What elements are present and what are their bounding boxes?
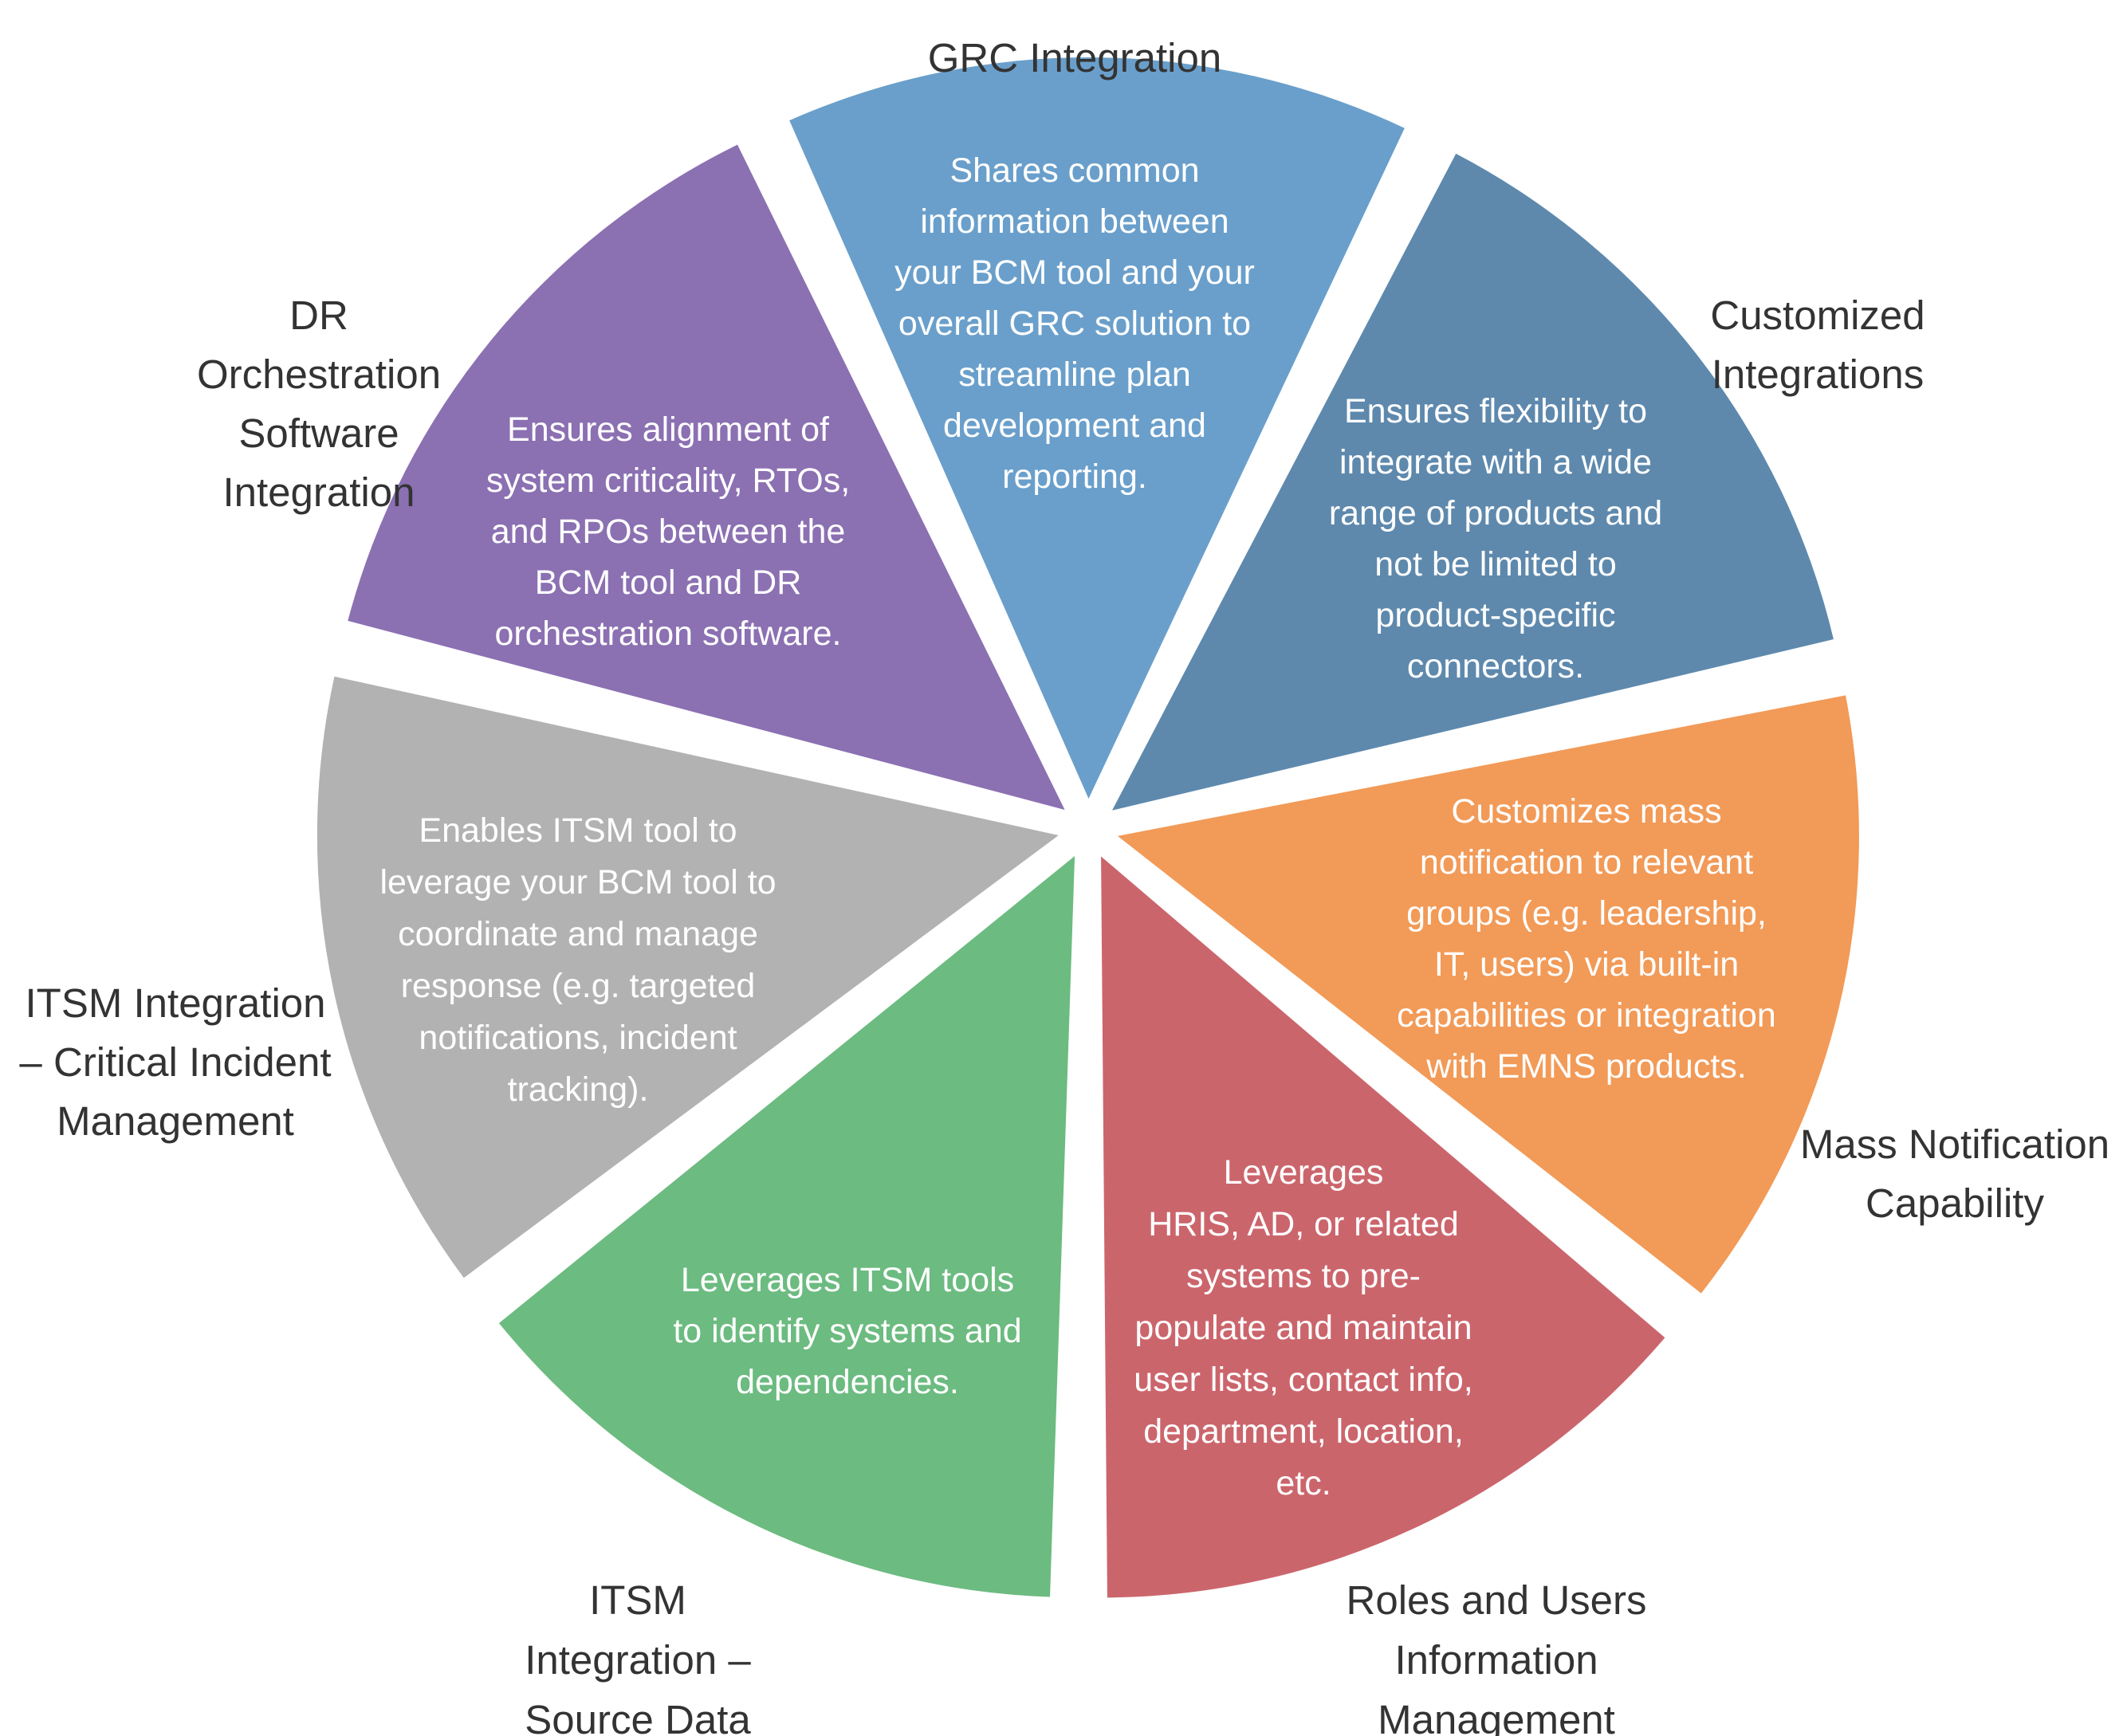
wedge-description-line: department, location, xyxy=(1143,1412,1464,1451)
segment-title-line: Information xyxy=(1394,1637,1598,1683)
wedge-description-line: notifications, incident xyxy=(419,1019,737,1057)
wedge-description-line: orchestration software. xyxy=(495,615,842,653)
segment-title-line: Capability xyxy=(1866,1180,2044,1226)
wedge-description-mass-notification: Customizes mass notification to relevant g… xyxy=(1397,792,1776,1086)
segment-title-line: Customized xyxy=(1710,293,1925,338)
segment-title-line: Management xyxy=(57,1098,294,1144)
segment-title-line: Mass Notification xyxy=(1800,1121,2109,1167)
wedge-description-line: user lists, contact info, xyxy=(1134,1361,1472,1399)
wedge-description-line: Ensures alignment of xyxy=(507,410,830,449)
segment-title-grc: GRC Integration xyxy=(928,35,1222,81)
wedge-description-line: not be limited to xyxy=(1374,545,1617,583)
segment-title-line: ITSM xyxy=(589,1577,686,1623)
wedge-roles-users xyxy=(1101,856,1665,1598)
wedge-description-line: connectors. xyxy=(1407,647,1584,685)
wedge-description-line: system criticality, RTOs, xyxy=(486,461,850,500)
wedge-description-line: to identify systems and xyxy=(673,1312,1021,1350)
segment-title-line: Software xyxy=(238,410,399,456)
wedge-description-line: dependencies. xyxy=(736,1363,959,1401)
segment-title-line: ITSM Integration xyxy=(26,980,326,1026)
wedge-description-line: Enables ITSM tool to xyxy=(419,811,737,850)
wedge-description-line: notification to relevant xyxy=(1420,843,1753,882)
wedge-mass-notification xyxy=(1117,695,1859,1294)
wedge-description-line: Ensures flexibility to xyxy=(1344,392,1647,430)
wedge-description-line: etc. xyxy=(1276,1464,1331,1502)
wedge-description-line: Leverages ITSM tools xyxy=(681,1261,1014,1299)
segment-title-line: Integration xyxy=(222,469,415,515)
wedge-customized xyxy=(1112,153,1834,811)
wedge-itsm-source xyxy=(498,856,1075,1597)
wedge-description-itsm-source: Leverages ITSM tools to identify systems … xyxy=(673,1261,1021,1401)
wedge-description-line: product-specific xyxy=(1375,596,1615,634)
wedge-description-line: leverage your BCM tool to xyxy=(379,863,776,901)
wedge-description-customized: Ensures flexibility to integrate with a w… xyxy=(1329,392,1662,685)
wedge-description-line: IT, users) via built-in xyxy=(1434,945,1739,984)
wedge-description-line: systems to pre- xyxy=(1186,1257,1421,1295)
wedge-description-line: Customizes mass xyxy=(1451,792,1721,831)
wedge-grc xyxy=(789,57,1405,799)
wedge-description-line: integrate with a wide xyxy=(1339,443,1652,481)
segment-title-line: GRC Integration xyxy=(928,35,1222,81)
wedge-description-line: development and xyxy=(943,407,1206,445)
segment-title-line: Roles and Users xyxy=(1347,1577,1647,1623)
wedge-description-line: Leverages xyxy=(1224,1153,1384,1192)
wedge-description-line: HRIS, AD, or related xyxy=(1148,1205,1459,1243)
segment-title-line: Integrations xyxy=(1712,352,1925,397)
segment-title-line: Source Data xyxy=(525,1697,751,1736)
segment-title-line: DR xyxy=(289,293,348,338)
wedge-description-line: and RPOs between the xyxy=(491,513,846,551)
wedge-description-line: groups (e.g. leadership, xyxy=(1406,894,1767,933)
wedge-description-dr-orchestration: Ensures alignment of system criticality, … xyxy=(486,410,850,653)
wedge-description-line: with EMNS products. xyxy=(1425,1047,1746,1086)
wedge-description-line: reporting. xyxy=(1002,458,1147,496)
wedge-description-line: your BCM tool and your xyxy=(894,253,1255,292)
wedge-description-line: coordinate and manage xyxy=(398,915,758,953)
segment-title-line: Management xyxy=(1378,1697,1615,1736)
wedge-description-line: populate and maintain xyxy=(1134,1309,1472,1347)
wedge-description-line: BCM tool and DR xyxy=(535,564,802,602)
wedge-itsm-incident xyxy=(316,676,1059,1278)
wedge-description-line: tracking). xyxy=(508,1070,649,1109)
segment-title-line: – Critical Incident xyxy=(19,1039,331,1085)
wedge-description-itsm-incident: Enables ITSM tool to leverage your BCM to… xyxy=(379,811,776,1109)
wedge-dr-orchestration xyxy=(348,144,1065,810)
wedge-description-line: response (e.g. targeted xyxy=(401,967,756,1005)
wedge-description-line: range of products and xyxy=(1329,494,1662,532)
wedge-description-line: information between xyxy=(920,202,1229,241)
wedge-description-line: streamline plan xyxy=(958,355,1191,394)
segment-title-itsm-source: ITSM Integration – Source Data xyxy=(525,1577,751,1736)
wedge-description-line: capabilities or integration xyxy=(1397,996,1776,1035)
wedge-description-line: Shares common xyxy=(949,151,1199,190)
segment-title-line: Integration – xyxy=(525,1637,751,1683)
wedge-description-line: overall GRC solution to xyxy=(898,304,1251,343)
wedge-description-grc: Shares common information between your BCM… xyxy=(894,151,1255,496)
segment-title-line: Orchestration xyxy=(197,352,441,397)
